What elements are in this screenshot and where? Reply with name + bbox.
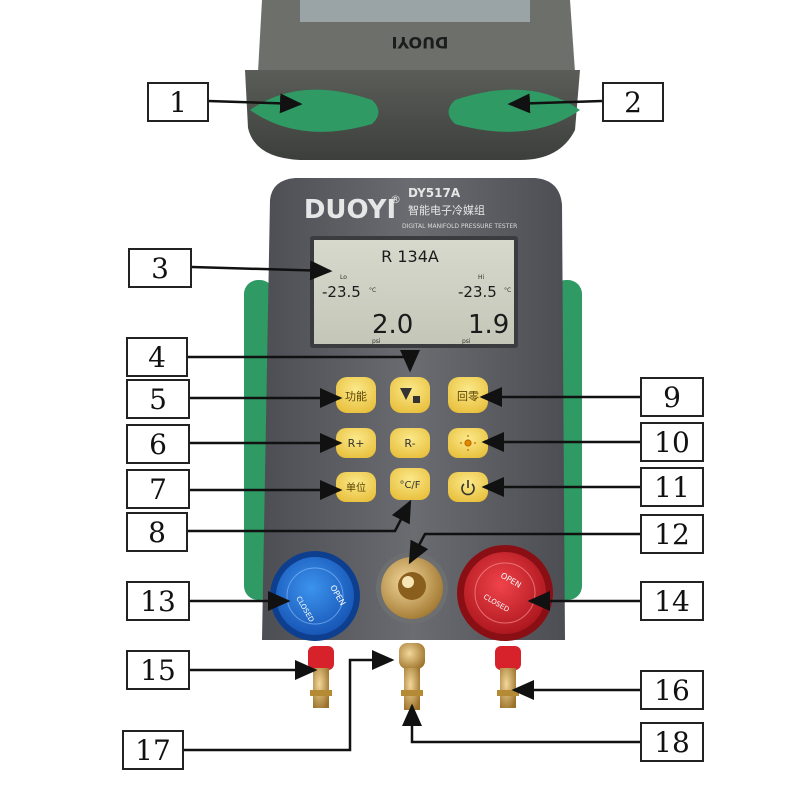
top-brand-text: DUOYI xyxy=(392,33,449,52)
callout-3: 3 xyxy=(128,248,192,288)
high-side-valve-knob[interactable]: OPEN CLOSED xyxy=(457,545,553,641)
callout-10: 10 xyxy=(640,422,704,462)
registered-mark: ® xyxy=(390,193,401,206)
temp-unit-label: °C/F xyxy=(399,480,420,491)
chinese-product-name: 智能电子冷媒组 xyxy=(408,203,485,217)
callout-4: 4 xyxy=(126,337,188,377)
low-side-fitting xyxy=(308,646,334,708)
zero-button[interactable]: 回零 xyxy=(448,377,488,413)
lcd-right-unit: psi xyxy=(462,338,471,345)
center-service-port xyxy=(376,552,448,624)
lcd-high-tag: Hi xyxy=(478,274,485,281)
callout-7: 7 xyxy=(126,469,190,509)
callout-1: 1 xyxy=(147,82,209,122)
callout-18: 18 xyxy=(640,722,704,762)
lcd-right-pressure: 1.9 xyxy=(468,310,509,340)
unit-button[interactable]: 单位 xyxy=(336,472,376,502)
brand-logo: DUOYI xyxy=(304,195,396,225)
callout-15: 15 xyxy=(126,650,190,690)
callout-8: 8 xyxy=(126,512,188,552)
lcd-right-temp-unit: °C xyxy=(504,287,511,294)
english-product-name: DIGITAL MANIFOLD PRESSURE TESTER xyxy=(402,223,517,230)
center-fitting xyxy=(399,643,425,710)
callout-9: 9 xyxy=(640,377,704,417)
callout-2: 2 xyxy=(602,82,664,122)
lcd-left-unit: psi xyxy=(372,338,381,345)
high-side-fitting xyxy=(495,646,521,708)
zero-button-label: 回零 xyxy=(457,390,479,403)
low-side-valve-knob[interactable]: OPEN CLOSED xyxy=(270,551,360,641)
power-button[interactable] xyxy=(448,472,488,502)
hold-toggle-button[interactable] xyxy=(390,377,430,413)
backlight-button[interactable] xyxy=(448,428,488,458)
callout-16: 16 xyxy=(640,670,704,710)
lcd-left-temp-unit: °C xyxy=(369,287,376,294)
refrigerant-next-button[interactable]: R+ xyxy=(336,428,376,458)
callout-12: 12 xyxy=(640,514,704,554)
callout-13: 13 xyxy=(126,581,190,621)
lcd-low-tag: Lo xyxy=(340,274,347,281)
lcd-right-temperature: -23.5 xyxy=(458,283,497,301)
callout-17: 17 xyxy=(122,730,184,770)
function-button[interactable]: 功能 xyxy=(336,377,376,413)
callout-5: 5 xyxy=(126,379,190,419)
top-view: DUOYI xyxy=(245,0,580,160)
refrigerant-prev-button[interactable]: R- xyxy=(390,428,430,458)
callout-6: 6 xyxy=(126,424,190,464)
model-label: DY517A xyxy=(408,186,461,200)
r-minus-label: R- xyxy=(404,437,415,450)
temp-unit-button[interactable]: °C/F xyxy=(390,468,430,500)
unit-button-label: 单位 xyxy=(346,481,366,494)
square-icon xyxy=(413,396,420,403)
callout-14: 14 xyxy=(640,581,704,621)
top-screen-edge xyxy=(300,0,530,22)
callout-11: 11 xyxy=(640,467,704,507)
lcd-left-pressure: 2.0 xyxy=(372,310,413,340)
r-plus-label: R+ xyxy=(348,437,365,450)
lcd-refrigerant: R 134A xyxy=(381,247,439,266)
lcd-left-temperature: -23.5 xyxy=(322,283,361,301)
function-button-label: 功能 xyxy=(345,389,367,403)
